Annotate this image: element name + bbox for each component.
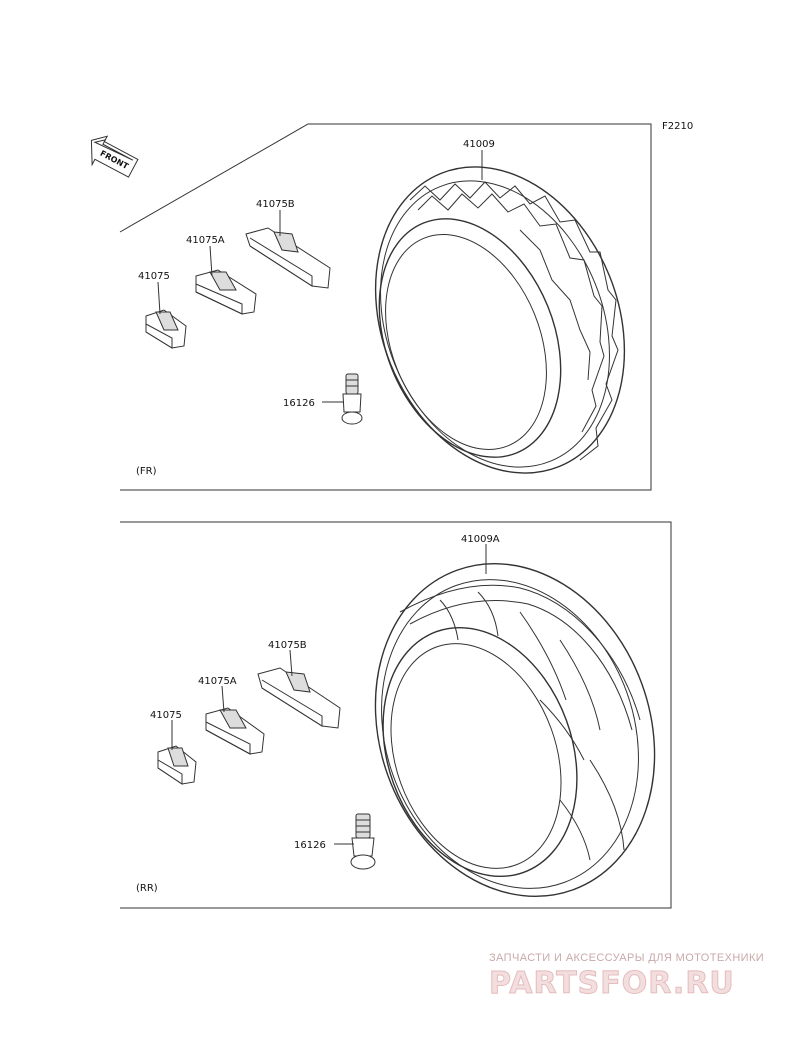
front-weight-b-label: 41075B — [256, 199, 295, 210]
front-weight-label: 41075 — [138, 271, 170, 282]
watermark-tagline: ЗАПЧАСТИ И АКСЕССУАРЫ ДЛЯ МОТОТЕХНИКИ — [489, 952, 764, 964]
rear-weight-a — [205, 707, 265, 755]
rear-frame — [120, 521, 672, 909]
rear-weight-b — [257, 667, 341, 729]
rear-weight-b-label: 41075B — [268, 640, 307, 651]
front-tire-label: 41009 — [463, 139, 495, 150]
front-section: FRONT — [90, 123, 652, 491]
rear-weight-a-label: 41075A — [198, 676, 237, 687]
rear-valve-label: 16126 — [294, 840, 326, 851]
rear-section: 41009A 41075B 41075A 41075 16126 (RR) — [120, 521, 672, 909]
front-weight-a — [195, 269, 257, 315]
front-arrow-icon: FRONT — [90, 135, 139, 178]
rear-weight-label: 41075 — [150, 710, 182, 721]
rear-section-label: (RR) — [136, 883, 158, 894]
rear-weight — [157, 745, 197, 785]
front-valve — [341, 373, 363, 425]
front-tire — [374, 166, 626, 474]
rear-tire-label: 41009A — [461, 534, 500, 545]
watermark: ЗАПЧАСТИ И АКСЕССУАРЫ ДЛЯ МОТОТЕХНИКИ PA… — [489, 952, 764, 1002]
rear-tire — [374, 563, 656, 897]
front-weight — [145, 309, 187, 349]
watermark-brand: PARTSFOR.RU — [489, 966, 735, 1001]
front-section-label: (FR) — [136, 466, 157, 477]
rear-valve — [350, 813, 376, 870]
page-code: F2210 — [662, 121, 693, 132]
front-weight-a-label: 41075A — [186, 235, 225, 246]
front-valve-label: 16126 — [283, 398, 315, 409]
front-weight-b — [245, 227, 331, 289]
front-frame — [119, 123, 652, 491]
